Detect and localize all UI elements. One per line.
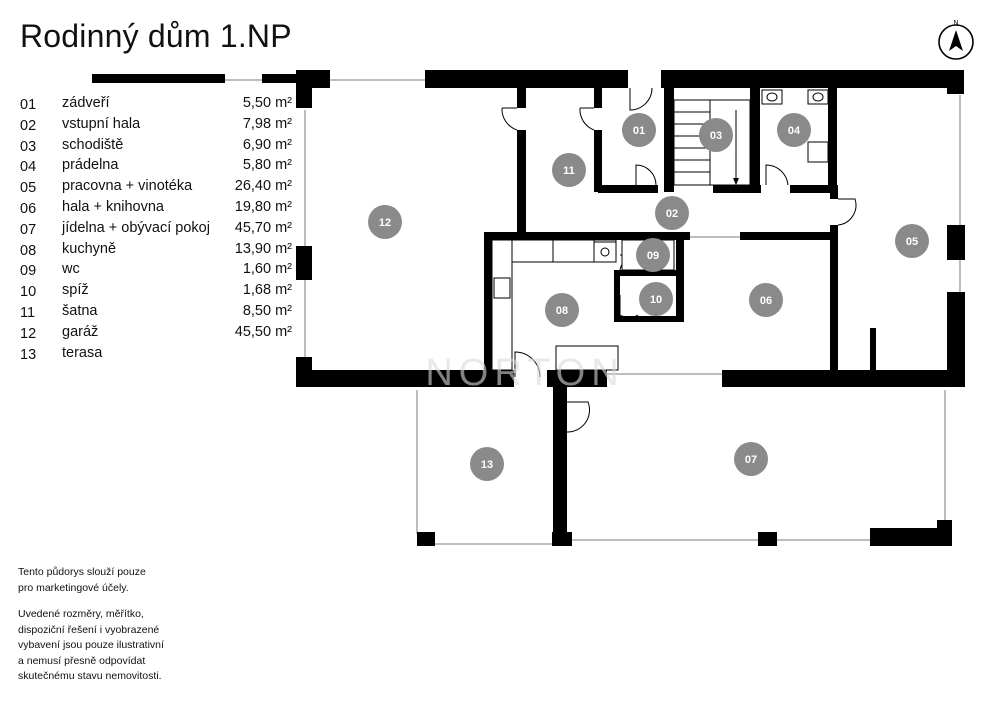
room-marker-label: 10 — [650, 294, 662, 306]
legend-room-number: 11 — [20, 304, 36, 321]
legend-row: 08 kuchyně 13,90 m² — [20, 241, 292, 262]
room-markers: 01 02 03 04 05 06 07 08 09 10 11 12 13 — [368, 113, 929, 481]
legend-row: 07 jídelna + obývací pokoj 45,70 m² — [20, 220, 292, 241]
legend-row: 05 pracovna + vinotéka 26,40 m² — [20, 178, 292, 199]
fixtures — [491, 89, 829, 371]
legend-room-number: 12 — [20, 325, 37, 342]
legend-room-name: wc — [62, 261, 80, 278]
legend-room-number: 13 — [20, 346, 37, 363]
legend-row: 09 wc 1,60 m² — [20, 261, 292, 282]
disclaimer-accuracy: Uvedené rozměry, měřítko, dispoziční řeš… — [18, 608, 164, 682]
watermark-text: NORTON — [425, 352, 624, 394]
legend-row: 04 prádelna 5,80 m² — [20, 157, 292, 178]
legend-row: 10 spíž 1,68 m² — [20, 282, 292, 303]
legend-room-area: 5,50 m² — [242, 95, 292, 111]
legend-room-name: vstupní hala — [62, 115, 141, 132]
room-marker-label: 03 — [710, 130, 722, 142]
legend-room-area: 8,50 m² — [242, 302, 292, 319]
legend-row: 01 zádveří 5,50 m² — [20, 95, 292, 116]
room-marker-label: 01 — [633, 125, 645, 137]
legend-room-name: garáž — [62, 323, 99, 340]
room-marker-label: 07 — [745, 454, 757, 466]
room-marker-label: 08 — [556, 305, 568, 317]
legend-room-name: schodiště — [62, 136, 124, 153]
legend-room-area: 7,98 m² — [242, 115, 292, 132]
legend-row: 11 šatna 8,50 m² — [20, 303, 292, 324]
legend-room-number: 07 — [20, 221, 37, 238]
room-marker-label: 02 — [666, 208, 678, 220]
room-marker-label: 06 — [760, 295, 772, 307]
north-arrow-icon: N — [938, 20, 974, 60]
room-marker-circle — [552, 153, 586, 187]
room-marker-label: 11 — [563, 165, 575, 177]
legend-room-name: hala + knihovna — [62, 198, 164, 215]
room-marker-label: 05 — [906, 236, 918, 248]
room-marker-circle — [636, 238, 670, 272]
legend-room-name: spíž — [62, 282, 89, 299]
legend-room-area: 1,68 m² — [242, 282, 292, 299]
room-marker-circle — [777, 113, 811, 147]
north-label: N — [953, 20, 958, 27]
legend-room-name: zádveří — [62, 95, 110, 111]
room-marker-circle — [734, 442, 768, 476]
legend-room-area: 19,80 m² — [234, 198, 292, 215]
legend-room-area: 13,90 m² — [234, 240, 292, 257]
legend-room-name: kuchyně — [62, 240, 117, 257]
legend-row: 03 schodiště 6,90 m² — [20, 137, 292, 158]
legend-room-number: 06 — [20, 200, 37, 217]
room-legend: 01 zádveří 5,50 m² 02 vstupní hala 7,98 m² 03 s… — [20, 95, 292, 365]
legend-room-number: 05 — [20, 180, 37, 197]
legend-room-number: 09 — [20, 263, 37, 280]
room-marker-label: 09 — [647, 250, 659, 262]
legend-row: 13 terasa — [20, 345, 292, 366]
legend-room-name: jídelna + obývací pokoj — [62, 219, 210, 236]
room-marker-circle — [545, 293, 579, 327]
room-marker-circle — [639, 282, 673, 316]
room-marker-circle — [622, 113, 656, 147]
legend-room-area: 5,80 m² — [242, 157, 292, 174]
room-marker-circle — [655, 196, 689, 230]
room-marker-circle — [699, 118, 733, 152]
legend-room-area: 6,90 m² — [242, 136, 292, 153]
legend-room-number: 04 — [20, 159, 37, 176]
legend-room-area: 1,60 m² — [242, 261, 292, 278]
room-marker-circle — [895, 224, 929, 258]
legend-room-name: pracovna + vinotéka — [62, 178, 193, 195]
legend-room-number: 01 — [20, 97, 37, 113]
stair-arrow-icon — [733, 178, 739, 185]
legend-room-name: šatna — [62, 302, 98, 319]
window-lines — [225, 79, 961, 545]
legend-room-name: terasa — [62, 344, 103, 361]
legend-row: 12 garáž 45,50 m² — [20, 324, 292, 345]
room-marker-circle — [470, 447, 504, 481]
walls — [92, 70, 965, 546]
legend-row: 02 vstupní hala 7,98 m² — [20, 116, 292, 137]
legend-room-area: 26,40 m² — [234, 178, 292, 195]
legend-room-name: prádelna — [62, 157, 119, 174]
legend-room-number: 02 — [20, 117, 37, 134]
disclaimer-marketing: Tento půdorys slouží pouze pro marketing… — [18, 566, 146, 594]
room-marker-circle — [368, 205, 402, 239]
page-title: Rodinný dům 1.NP — [20, 18, 292, 54]
legend-room-area: 45,50 m² — [234, 323, 292, 340]
legend-room-number: 03 — [20, 138, 37, 155]
room-marker-label: 12 — [379, 217, 391, 229]
room-marker-label: 13 — [481, 459, 493, 471]
legend-room-number: 10 — [20, 284, 37, 301]
room-marker-circle — [749, 283, 783, 317]
legend-room-number: 08 — [20, 242, 37, 259]
legend-room-area: 45,70 m² — [234, 219, 292, 236]
legend-row: 06 hala + knihovna 19,80 m² — [20, 199, 292, 220]
room-marker-label: 04 — [788, 125, 801, 137]
